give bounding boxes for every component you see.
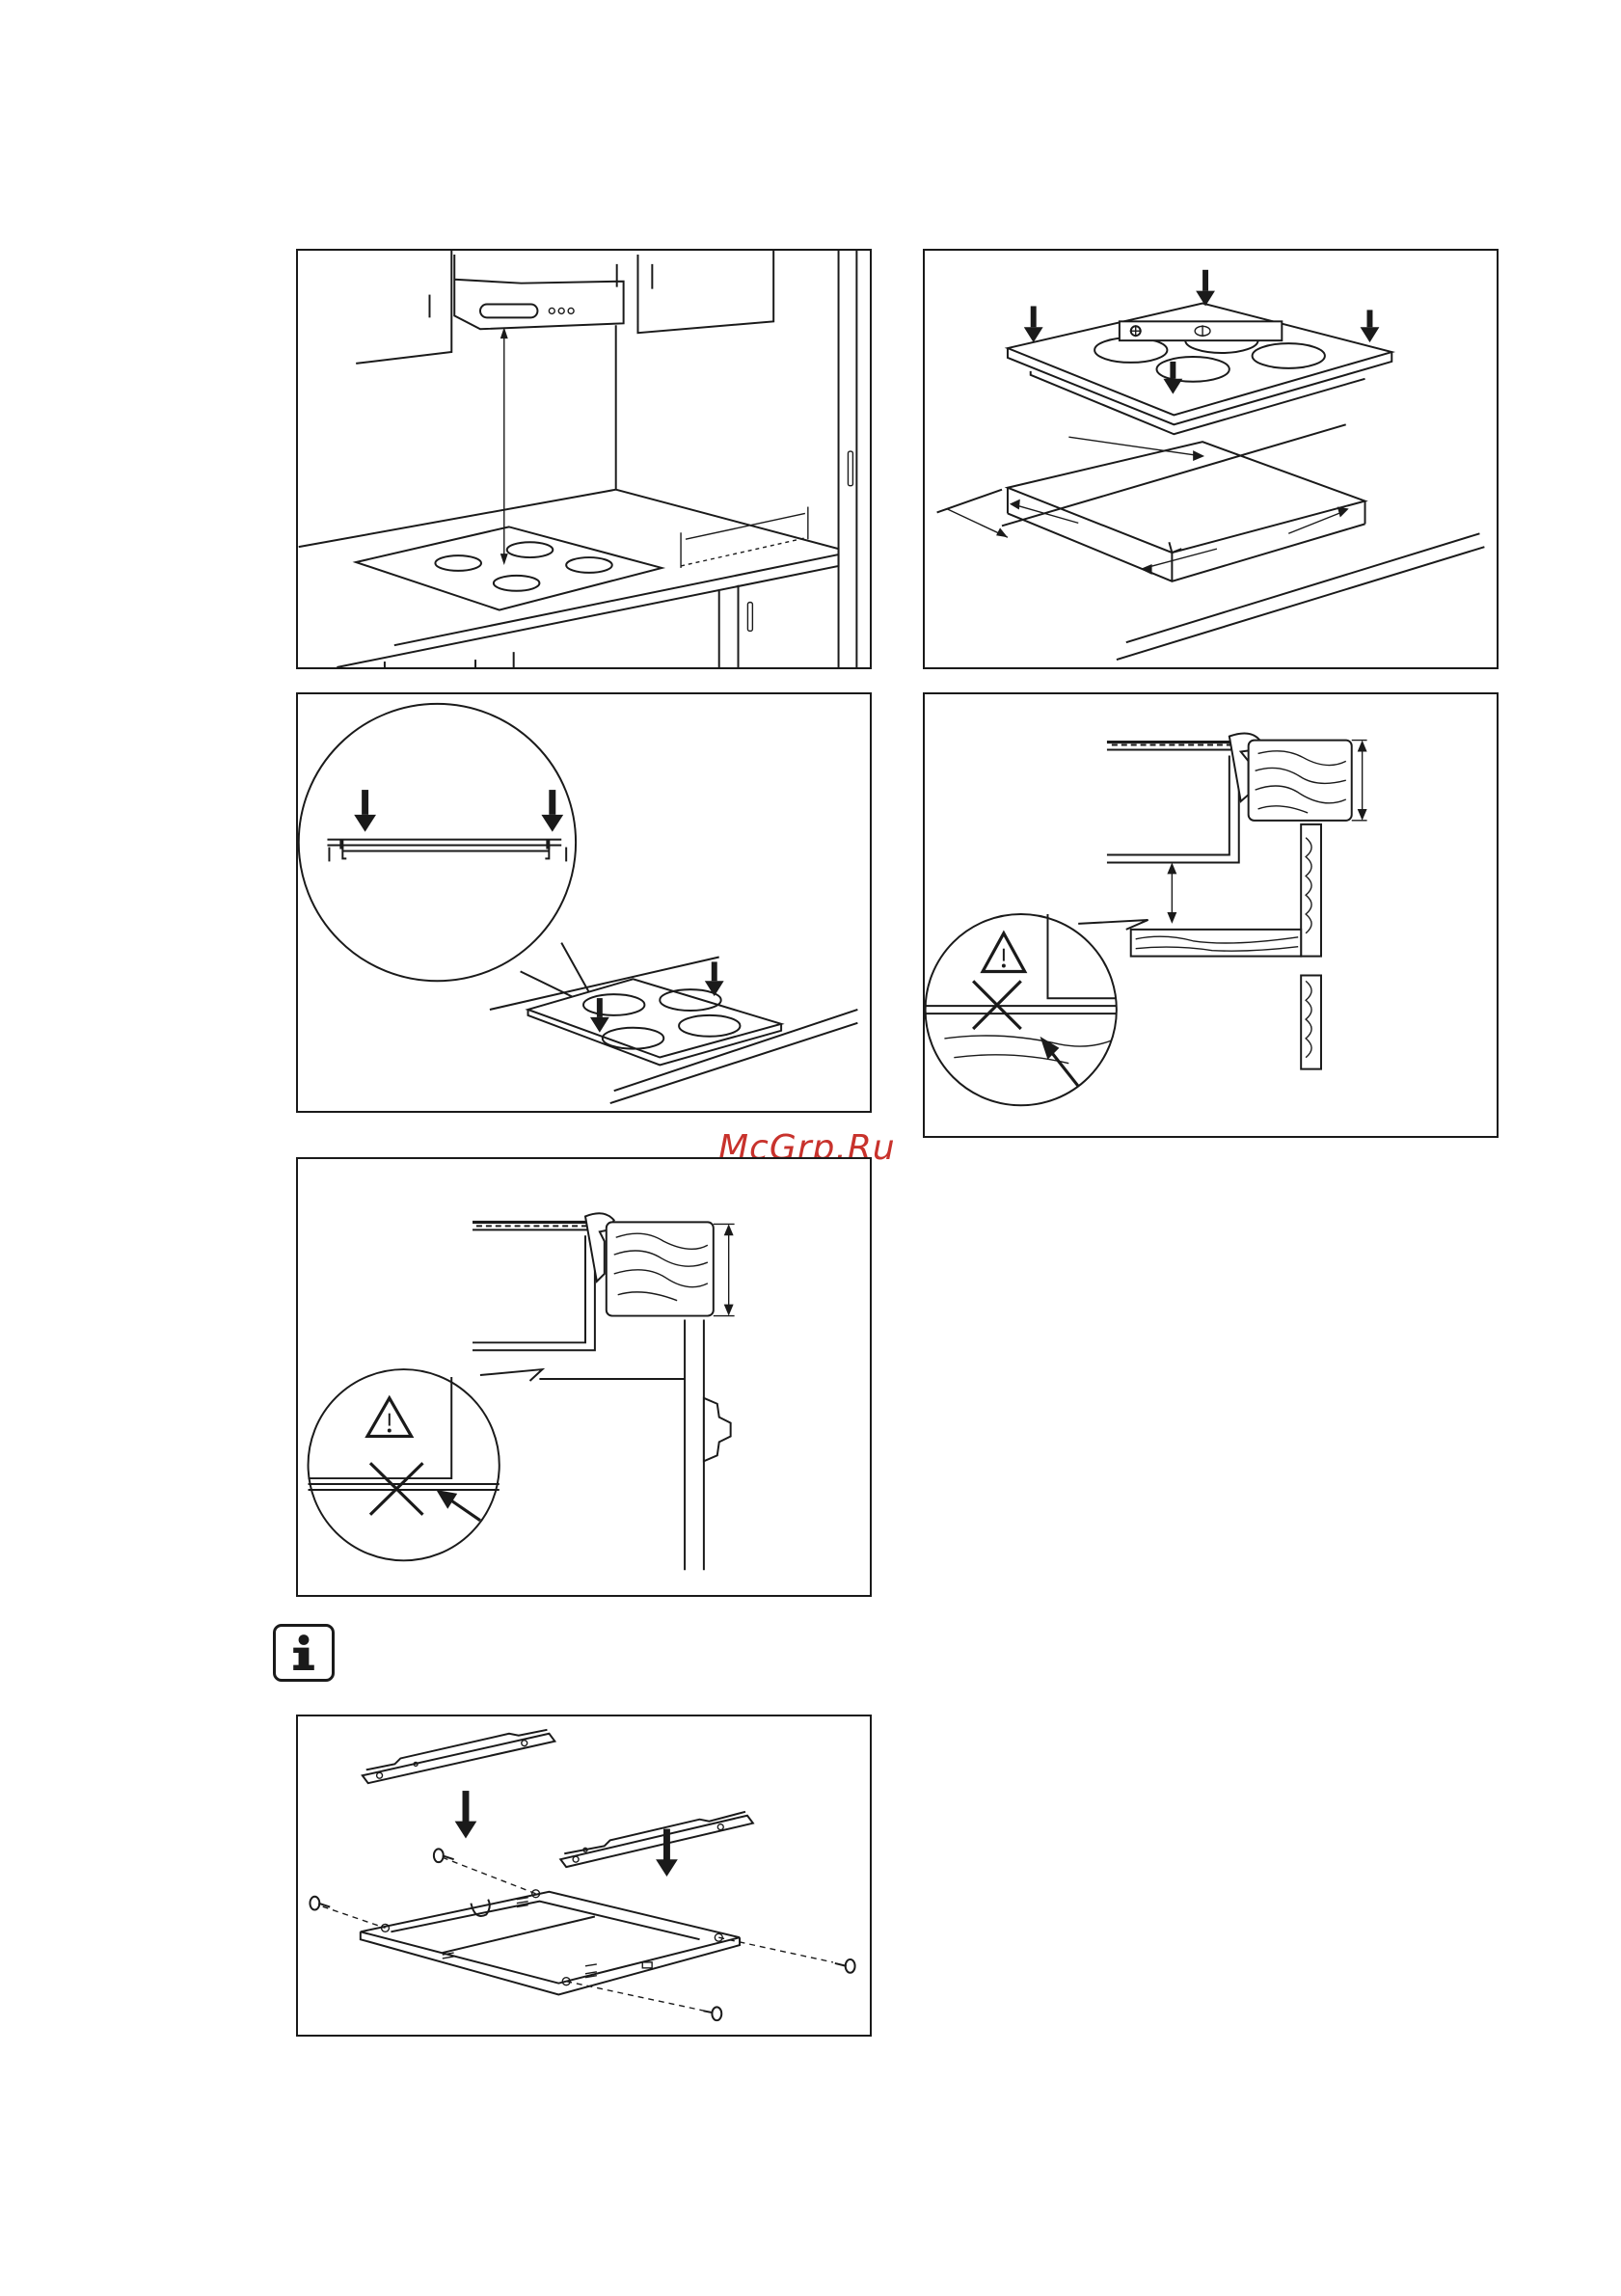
figure-protection-box	[296, 1715, 872, 2037]
down-arrow-icon	[362, 790, 368, 815]
kitchen-hood-icon	[480, 304, 537, 317]
figure-worktop-section-drawer	[923, 692, 1499, 1138]
hob-cutout-drawing	[925, 251, 1497, 667]
protection-box-drawing	[298, 1716, 870, 2035]
figure-hob-cutout	[923, 249, 1499, 669]
worktop-section-drawer-drawing	[925, 694, 1497, 1136]
figure-hob-press-in	[296, 692, 872, 1113]
hood-clearance-drawing	[298, 251, 870, 667]
hob-icon	[1008, 303, 1391, 415]
spirit-level-icon	[1120, 321, 1282, 340]
info-icon	[273, 1624, 335, 1682]
figure-hood-clearance	[296, 249, 872, 669]
hob-press-in-drawing	[298, 694, 870, 1111]
worktop-section-oven-drawing	[298, 1159, 870, 1595]
figure-worktop-section-oven	[296, 1157, 872, 1597]
hob-icon	[356, 527, 662, 609]
